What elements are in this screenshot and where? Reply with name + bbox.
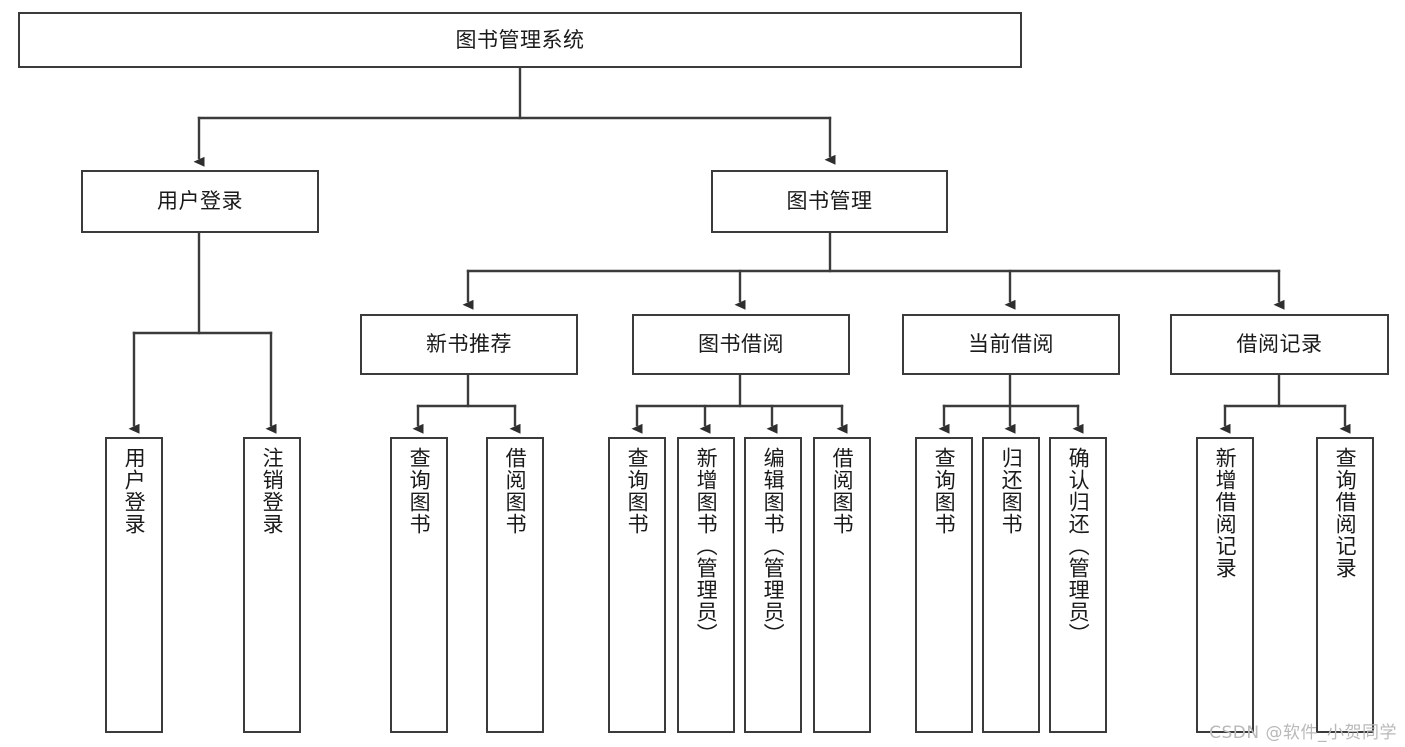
leaf-current-borrow-return-book[interactable]: 归还图书	[982, 437, 1040, 733]
node-label: 借阅图书	[830, 447, 855, 535]
leaf-book-borrow-borrow-book[interactable]: 借阅图书	[813, 437, 871, 733]
edge-group-book-borrow	[631, 373, 848, 434]
edge-group-new-book-recommend	[412, 373, 521, 434]
node-label: 图书借阅	[698, 332, 784, 357]
node-label: 新增图书（管理员）	[694, 447, 719, 645]
node-label: 借阅记录	[1236, 332, 1323, 357]
leaf-new-book-query-book[interactable]: 查询图书	[390, 437, 448, 733]
leaf-new-book-borrow-book[interactable]: 借阅图书	[486, 437, 544, 733]
edge-group-borrow-record	[1219, 373, 1351, 434]
node-current-borrow[interactable]: 当前借阅	[902, 314, 1120, 375]
node-new-book-recommend[interactable]: 新书推荐	[360, 314, 578, 375]
node-label: 注销登录	[260, 447, 285, 535]
leaf-user-login-login[interactable]: 用户登录	[105, 437, 163, 733]
edge-group-current-borrow	[938, 373, 1084, 434]
node-book-borrow[interactable]: 图书借阅	[632, 314, 850, 375]
node-label: 图书管理系统	[455, 27, 585, 52]
node-book-management[interactable]: 图书管理	[711, 170, 948, 233]
leaf-current-borrow-confirm-return-admin[interactable]: 确认归还（管理员）	[1049, 437, 1107, 733]
node-label: 图书管理	[786, 189, 873, 214]
leaf-borrow-record-add-record[interactable]: 新增借阅记录	[1196, 437, 1254, 733]
edge-group-user-login	[128, 231, 277, 434]
node-label: 用户登录	[122, 447, 147, 535]
node-label: 编辑图书（管理员）	[761, 447, 786, 645]
leaf-book-borrow-query-book[interactable]: 查询图书	[608, 437, 666, 733]
node-label: 新书推荐	[426, 332, 512, 357]
node-label: 查询借阅记录	[1333, 447, 1358, 579]
leaf-book-borrow-edit-book-admin[interactable]: 编辑图书（管理员）	[744, 437, 802, 733]
node-label: 归还图书	[999, 447, 1024, 535]
node-label: 借阅图书	[503, 447, 528, 535]
node-root-book-management-system[interactable]: 图书管理系统	[18, 12, 1022, 68]
node-label: 查询图书	[407, 447, 432, 535]
edge-group-root	[193, 66, 836, 167]
leaf-borrow-record-query-record[interactable]: 查询借阅记录	[1316, 437, 1374, 733]
node-label: 查询图书	[625, 447, 650, 535]
node-label: 确认归还（管理员）	[1066, 447, 1091, 645]
leaf-current-borrow-query-book[interactable]: 查询图书	[915, 437, 973, 733]
edge-group-book-management	[462, 231, 1285, 310]
node-label: 查询图书	[932, 447, 957, 535]
leaf-book-borrow-add-book-admin[interactable]: 新增图书（管理员）	[677, 437, 735, 733]
node-label: 用户登录	[157, 189, 243, 214]
node-user-login[interactable]: 用户登录	[81, 170, 319, 233]
leaf-user-login-logout[interactable]: 注销登录	[243, 437, 301, 733]
node-borrow-record[interactable]: 借阅记录	[1170, 314, 1389, 375]
node-label: 新增借阅记录	[1213, 447, 1238, 579]
node-label: 当前借阅	[968, 332, 1054, 357]
